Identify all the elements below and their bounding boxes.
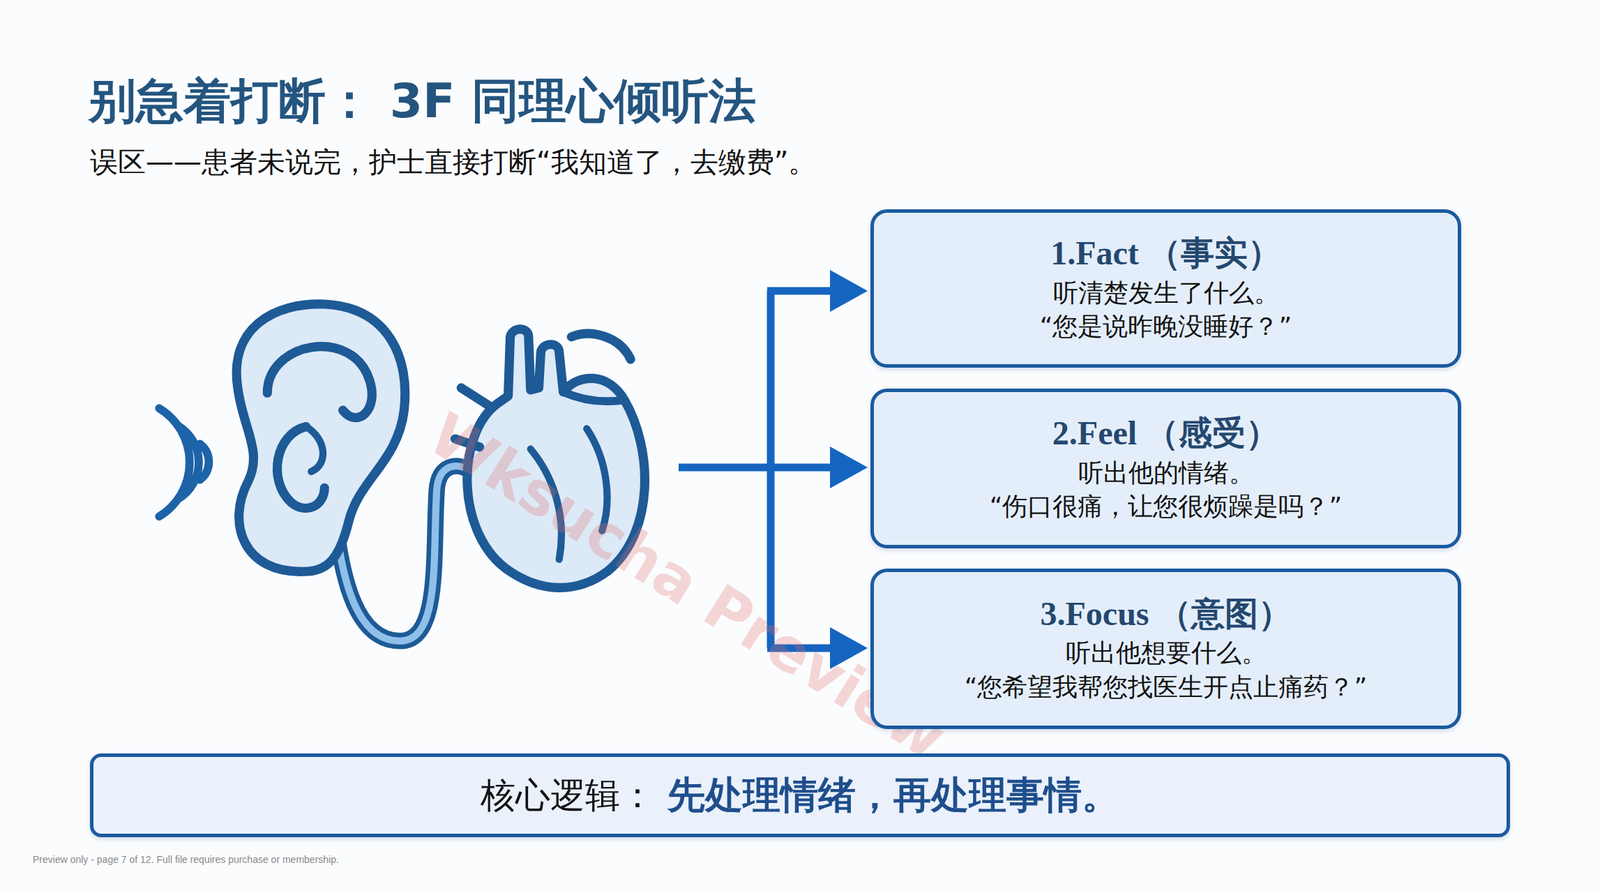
- heart-detail: [586, 428, 607, 531]
- step-example: “伤口很痛，让您很烦躁是吗？”: [989, 489, 1342, 524]
- step-example: “您是说昨晚没睡好？”: [1039, 309, 1292, 344]
- heart-vessel: [454, 387, 490, 448]
- ear-outline: [236, 304, 406, 572]
- heart-outline: [467, 329, 646, 588]
- step-heading: 1.Fact （事实）: [1050, 232, 1282, 274]
- subtitle: 误区——患者未说完，护士直接打断“我知道了，去缴费”。: [89, 142, 817, 182]
- step-box: 2.Feel （感受）听出他的情绪。“伤口很痛，让您很烦躁是吗？”: [870, 388, 1462, 549]
- arrow-stem: [678, 463, 771, 472]
- arrowhead: [829, 446, 868, 489]
- aorta-arch: [571, 333, 631, 360]
- summary-text: 先处理情绪，再处理事情。: [667, 770, 1120, 821]
- arrowhead: [829, 627, 868, 669]
- footer-note: Preview only - page 7 of 12. Full file r…: [32, 853, 339, 865]
- step-box: 3.Focus （意图）听出他想要什么。“您希望我帮您找医生开点止痛药？”: [870, 568, 1462, 729]
- arrow-shaft: [767, 644, 837, 653]
- step-box: 1.Fact （事实）听清楚发生了什么。“您是说昨晚没睡好？”: [870, 209, 1462, 368]
- step-description: 听出他想要什么。: [1065, 636, 1267, 671]
- step-description: 听出他的情绪。: [1078, 456, 1255, 491]
- ear-canal: [306, 426, 323, 472]
- ear-heart-illustration: [159, 304, 645, 641]
- ear-helix: [267, 346, 372, 418]
- arrowhead: [829, 269, 868, 312]
- sound-waves: [159, 408, 209, 517]
- sound-wave: [159, 408, 190, 517]
- arrowheads: [829, 269, 868, 669]
- heart-septum: [530, 449, 562, 560]
- arrow-shaft: [767, 287, 837, 296]
- step-description: 听清楚发生了什么。: [1053, 276, 1280, 311]
- title: 别急着打断： 3F 同理心倾听法: [88, 69, 757, 134]
- ear-antihelix: [276, 426, 325, 509]
- arrow-shaft: [770, 463, 837, 472]
- branch-arrows: [678, 290, 837, 648]
- step-example: “您希望我帮您找医生开点止痛药？”: [964, 670, 1368, 705]
- step-heading: 2.Feel （感受）: [1052, 412, 1280, 454]
- summary-band: 核心逻辑： 先处理情绪，再处理事情。: [89, 753, 1511, 837]
- heart-vessel: [563, 391, 625, 402]
- summary-label: 核心逻辑：: [480, 772, 655, 819]
- step-heading: 3.Focus （意图）: [1040, 593, 1292, 635]
